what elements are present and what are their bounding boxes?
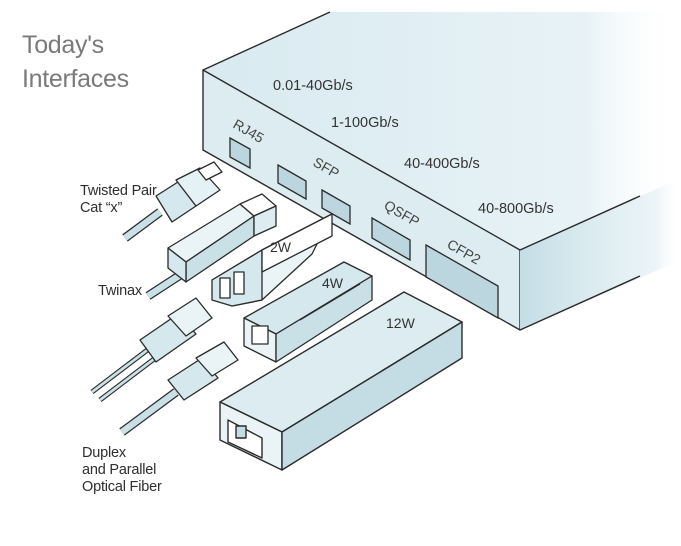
rj45-cable (122, 161, 223, 242)
rj45-port (229, 136, 251, 170)
speed-rj45: 0.01-40Gb/s (273, 78, 353, 94)
power-label-12w: 12W (386, 315, 416, 331)
sfp-port-1 (277, 163, 307, 201)
chassis-side (520, 178, 681, 330)
sfp-module (211, 213, 333, 307)
label-twisted-pair: Twisted Pair Cat “x” (80, 183, 157, 217)
cfp2-module (219, 291, 463, 471)
speed-sfp: 1-100Gb/s (331, 115, 399, 131)
label-optical-line-1: Duplex (82, 445, 126, 461)
fiber-cables (90, 297, 239, 436)
qsfp-module (243, 261, 373, 363)
qsfp-port (371, 216, 411, 262)
speed-cfp2: 40-800Gb/s (478, 201, 554, 217)
title-line-2: Interfaces (22, 65, 129, 93)
sfp-port-2 (321, 188, 351, 226)
power-label-4w: 4W (322, 275, 344, 291)
chassis-ports (229, 136, 499, 320)
chassis-top (203, 12, 681, 250)
label-optical-line-2: and Parallel (82, 462, 157, 478)
label-twisted-line-2: Cat “x” (80, 200, 123, 216)
cfp2-port (425, 243, 499, 320)
label-optical: Duplex and Parallel Optical Fiber (82, 445, 162, 496)
power-label-2w: 2W (270, 239, 292, 255)
speed-qsfp: 40-400Gb/s (404, 156, 480, 172)
label-twisted-line-1: Twisted Pair (80, 183, 157, 199)
title-line-1: Today's (22, 31, 104, 59)
label-optical-line-3: Optical Fiber (82, 479, 162, 495)
label-twinax: Twinax (98, 283, 142, 299)
diagram-title: Today's Interfaces (22, 28, 129, 96)
twinax-cable (145, 193, 277, 300)
